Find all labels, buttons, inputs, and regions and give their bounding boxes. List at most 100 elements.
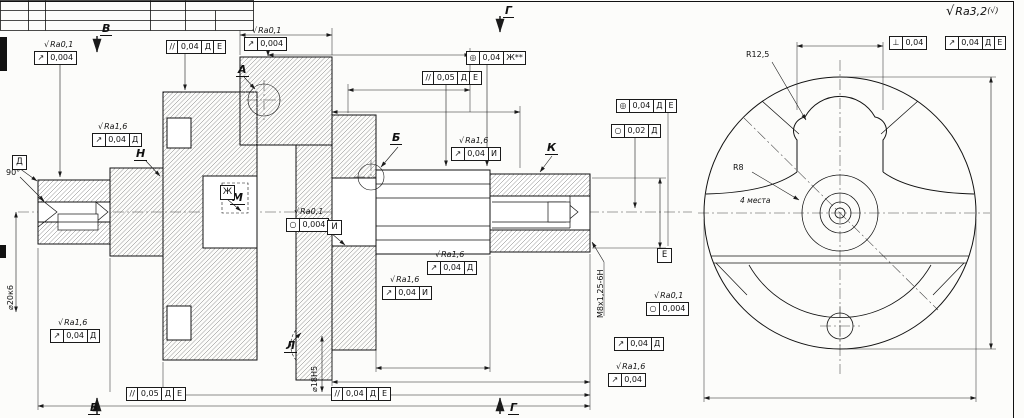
surface-roughness-mark: Ra1,6 <box>435 250 464 259</box>
tolerance-datum: Е <box>997 38 1003 47</box>
tolerance-value: 0,04 <box>628 338 652 350</box>
title-block-fragment <box>0 0 254 31</box>
tolerance-symbol: ↗ <box>609 374 622 386</box>
datum-box-E: Е <box>657 248 672 263</box>
tolerance-datum: Д <box>202 41 215 53</box>
tolerance-datum: Е <box>176 389 183 398</box>
tolerance-symbol: ↗ <box>35 52 48 64</box>
tolerance-datum: Д <box>983 37 995 49</box>
angle-90-callout: 90° <box>6 168 21 177</box>
surface-roughness-mark: Ra0,1 <box>654 291 683 300</box>
tolerance-frame-roundness: ○0,004 <box>286 218 329 232</box>
tolerance-value: 0,004 <box>662 304 686 313</box>
general-roughness-value: Ra3,2 <box>955 5 988 18</box>
tolerance-datum: Д <box>651 126 658 135</box>
tolerance-symbol: // <box>167 41 179 53</box>
section-label-G-bottom: Г <box>508 401 520 415</box>
tolerance-frame-runout: ↗0,004 <box>34 51 77 65</box>
tolerance-symbol: ◎ <box>617 100 630 112</box>
tolerance-datum: Д <box>162 388 175 400</box>
surface-roughness-mark: Ra1,6 <box>616 362 645 371</box>
datum-box-D: Д <box>12 155 27 170</box>
detail-label-L: Л <box>284 339 298 353</box>
tolerance-value: 0,04 <box>630 100 654 112</box>
tolerance-value: 0,05 <box>434 72 459 84</box>
surface-roughness-mark: Ra0,1 <box>252 26 281 35</box>
view-label-G: Г <box>503 4 515 18</box>
tolerance-datum: Д <box>367 388 380 400</box>
datum-box-I: И <box>327 220 342 235</box>
roughness-check-icon <box>946 5 955 18</box>
left-view-feature-lines <box>37 182 579 361</box>
tolerance-symbol: ↗ <box>93 134 106 146</box>
tolerance-datum: Е <box>472 73 479 82</box>
tolerance-value: 0,04 <box>624 375 643 384</box>
tolerance-datum: Д <box>654 339 661 348</box>
places-note: 4 места <box>740 196 771 205</box>
tolerance-value: 0,004 <box>260 39 284 48</box>
end-view <box>703 76 977 350</box>
tolerance-datum: Ж** <box>506 53 523 62</box>
thread-callout: М8х1,25-6Н <box>596 269 605 318</box>
tolerance-value: 0,004 <box>50 53 74 62</box>
tolerance-value: 0,004 <box>302 220 326 229</box>
tolerance-datum: Д <box>90 331 97 340</box>
tolerance-symbol: ↗ <box>452 148 465 160</box>
tolerance-value: 0,04 <box>959 37 983 49</box>
tolerance-value: 0,05 <box>138 388 163 400</box>
tolerance-value: 0,04 <box>64 330 88 342</box>
diameter-18-callout: ⌀18Н5 <box>310 365 319 392</box>
tolerance-value: 0,04 <box>465 148 489 160</box>
radius-12-5-callout: R12,5 <box>746 50 770 59</box>
tolerance-datum: Е <box>668 101 674 110</box>
tolerance-datum: Д <box>654 100 667 112</box>
surface-roughness-mark: Ra0,1 <box>44 40 73 49</box>
tolerance-value: 0,04 <box>396 287 420 299</box>
tolerance-symbol: ○ <box>287 219 300 231</box>
surface-roughness-mark: Ra1,6 <box>98 122 127 131</box>
tolerance-symbol: ◎ <box>467 52 480 64</box>
tolerance-datum: И <box>491 149 497 158</box>
detail-label-M: М <box>230 191 245 205</box>
surface-roughness-mark: Ra1,6 <box>58 318 87 327</box>
tolerance-symbol: ⊥ <box>890 37 903 49</box>
tolerance-symbol: // <box>423 72 435 84</box>
detail-label-K: К <box>545 141 558 155</box>
surface-roughness-mark: Ra1,6 <box>390 275 419 284</box>
tolerance-symbol: // <box>127 388 139 400</box>
tolerance-datum: Д <box>458 72 471 84</box>
tolerance-value: 0,02 <box>625 125 649 137</box>
section-plane-arrows <box>92 16 505 414</box>
tolerance-datum: Д <box>132 135 139 144</box>
detail-label-B2: Б <box>390 131 403 145</box>
tolerance-symbol: ↗ <box>51 330 64 342</box>
general-roughness-note: Ra3,2(√) <box>946 4 999 19</box>
tolerance-symbol: ↗ <box>615 338 628 350</box>
tolerance-symbol: ○ <box>612 125 625 137</box>
surface-roughness-mark: Ra1,6 <box>459 136 488 145</box>
detail-label-A: А <box>236 63 249 77</box>
tolerance-datum: Е <box>381 389 388 398</box>
view-label-B: В <box>100 22 113 36</box>
fold-marks <box>0 37 7 258</box>
tolerance-symbol: ↗ <box>245 38 258 50</box>
tolerance-value: 0,04 <box>106 134 130 146</box>
tolerance-datum: Е <box>216 42 223 51</box>
tolerance-value: 0,04 <box>441 262 465 274</box>
general-roughness-suffix: (√) <box>987 6 999 15</box>
tolerance-value: 0,04 <box>480 52 504 64</box>
tolerance-value: 0,04 <box>905 38 924 47</box>
